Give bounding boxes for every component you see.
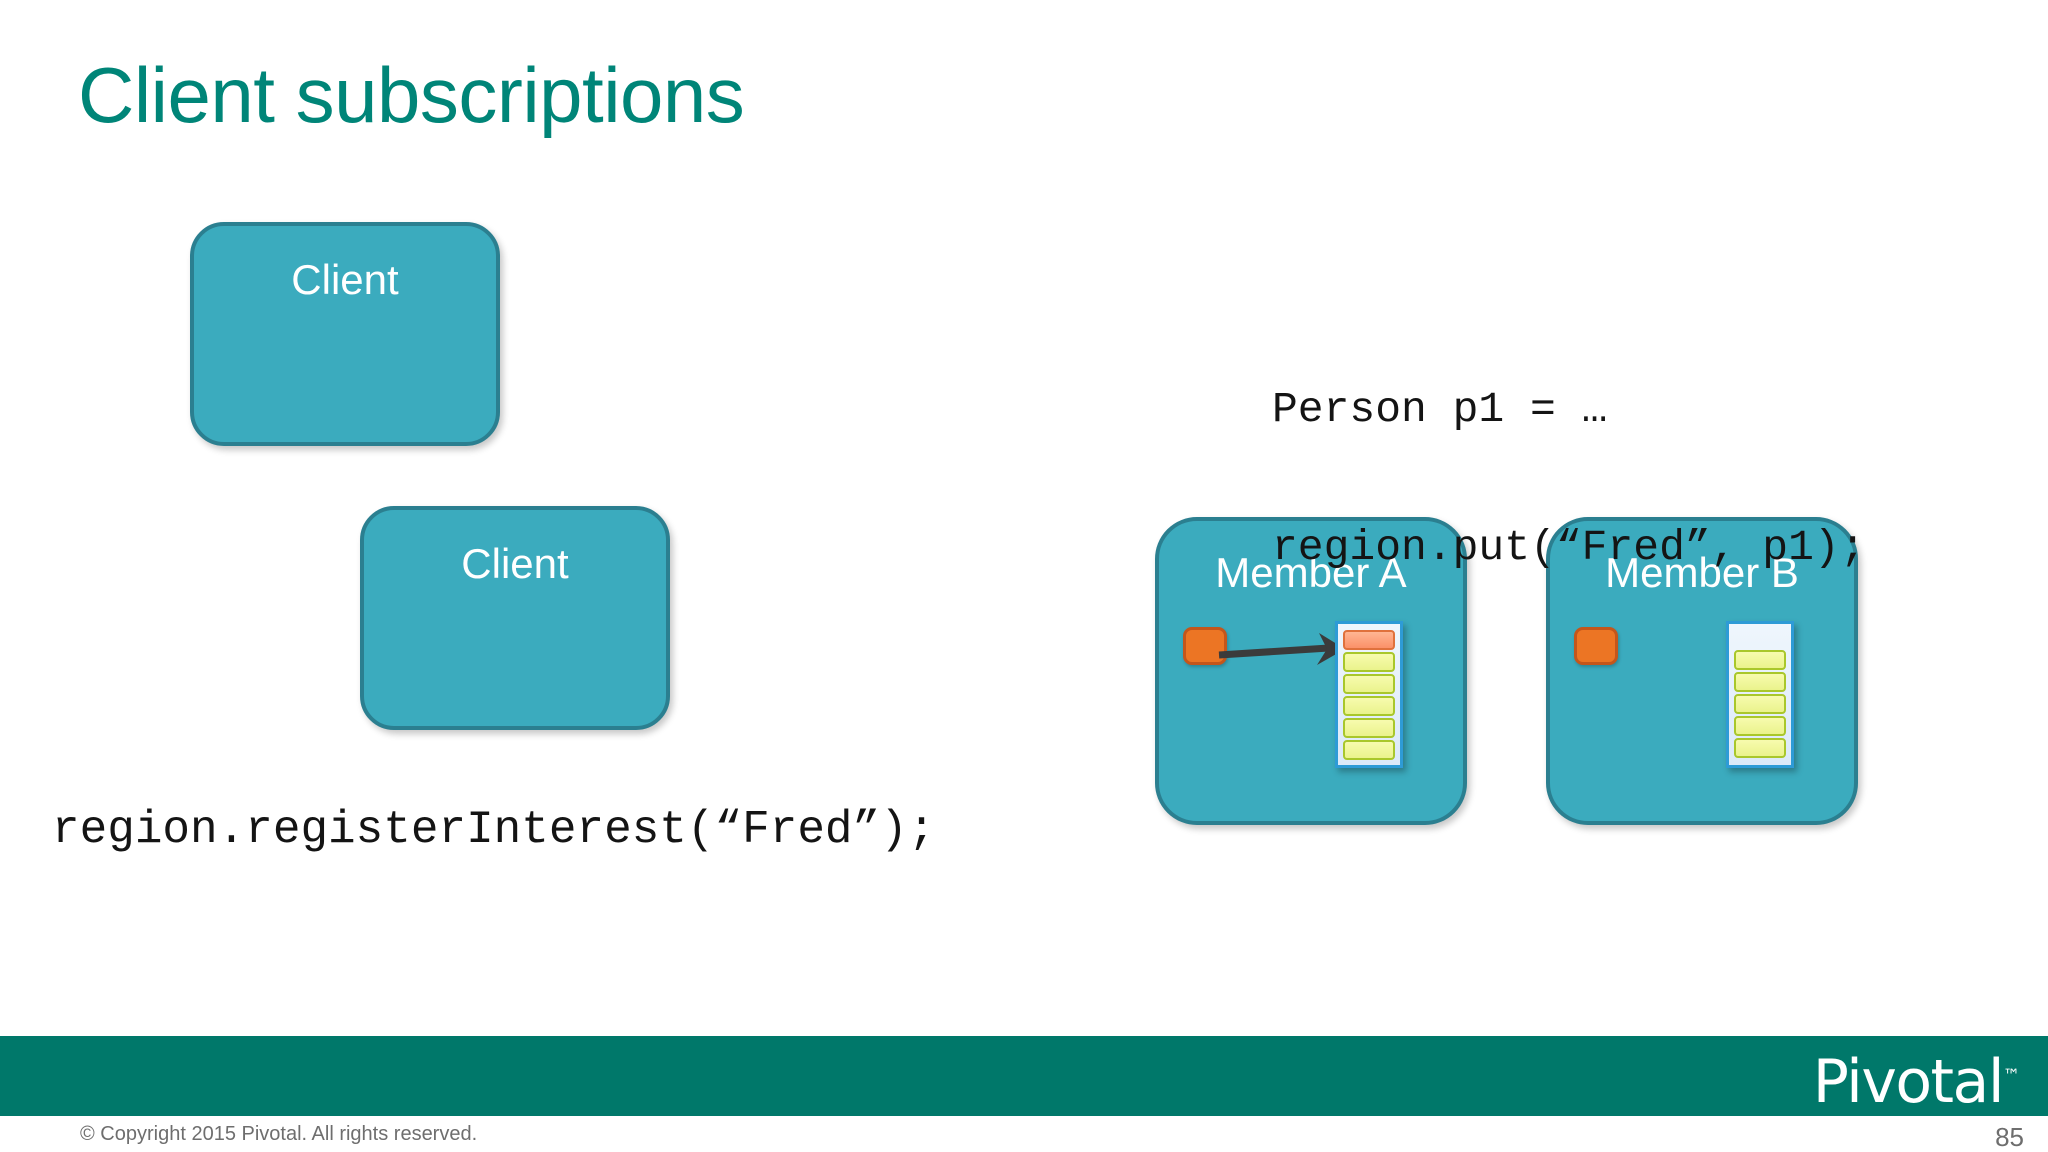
copyright-notice: © Copyright 2015 Pivotal. All rights res…	[80, 1123, 478, 1145]
pivotal-logo-text: Pivotal	[1812, 1047, 2005, 1117]
region-panel-b	[1726, 621, 1794, 768]
client-node-2[interactable]: Client	[360, 506, 670, 730]
region-panel-a	[1335, 621, 1403, 768]
page-title: Client subscriptions	[78, 51, 745, 139]
client-handle-square-a	[1183, 627, 1227, 665]
region-row	[1343, 740, 1395, 760]
region-row	[1343, 674, 1395, 694]
client-node-2-label: Client	[461, 540, 569, 587]
code-line-person: Person p1 = …	[1272, 385, 1608, 434]
client-node-1-label: Client	[291, 256, 399, 303]
region-row	[1734, 694, 1786, 714]
right-arrow-icon	[1218, 633, 1345, 665]
pivotal-logo: Pivotal™	[1813, 1038, 2020, 1120]
client-handle-square-b	[1574, 627, 1618, 665]
client-node-1[interactable]: Client	[190, 222, 500, 446]
code-snippet-put: Person p1 = … region.put(“Fred”, p1);	[1272, 295, 1866, 663]
trademark-icon: ™	[2003, 1066, 2020, 1086]
member-node-a[interactable]: Member A	[1155, 517, 1467, 825]
footer-bar	[0, 1036, 2048, 1116]
region-row	[1343, 652, 1395, 672]
member-node-b[interactable]: Member B	[1546, 517, 1858, 825]
region-row-highlight	[1343, 630, 1395, 650]
region-row	[1734, 650, 1786, 670]
code-snippet-register-interest: region.registerInterest(“Fred”);	[52, 804, 936, 856]
region-row	[1734, 716, 1786, 736]
region-row	[1343, 696, 1395, 716]
page-number: 85	[1995, 1122, 2024, 1152]
member-node-a-label: Member A	[1215, 549, 1407, 596]
code-line-region-put: region.put(“Fred”, p1);	[1272, 523, 1866, 572]
member-node-b-label: Member B	[1605, 549, 1799, 596]
region-row	[1734, 738, 1786, 758]
region-row	[1734, 672, 1786, 692]
region-row	[1343, 718, 1395, 738]
